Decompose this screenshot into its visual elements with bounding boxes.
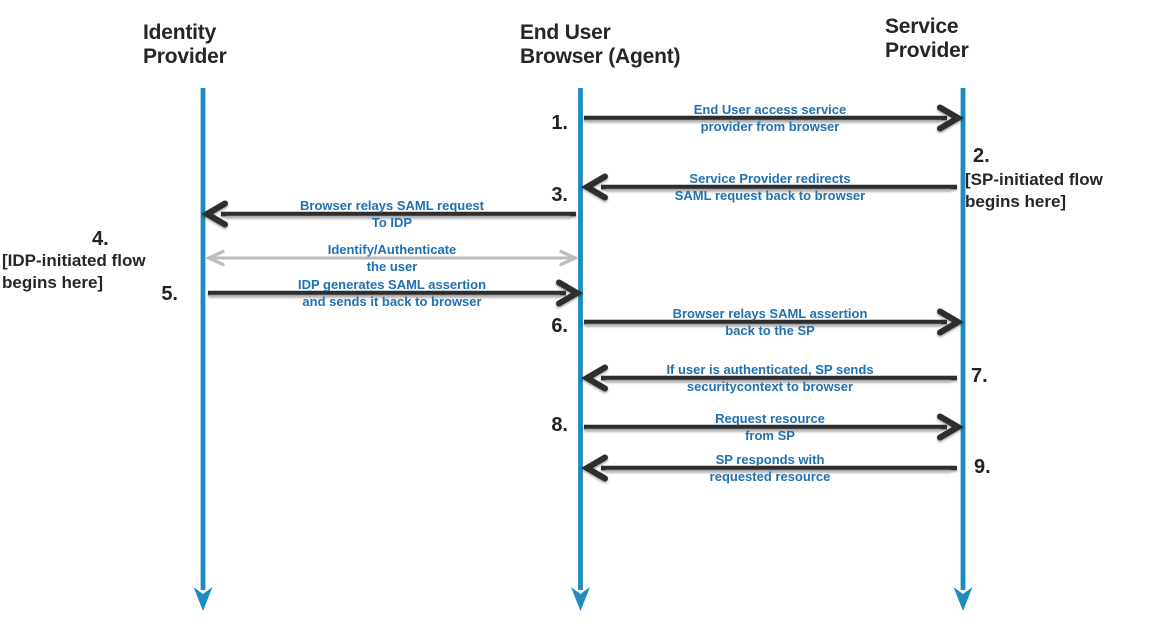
message-label: IDP generates SAML assertion [297, 277, 487, 292]
message-label: Service Provider redirects [689, 171, 851, 186]
actor-label-end-user-browser: End User Browser (Agent) [520, 21, 681, 69]
message-arrow-8 [584, 413, 964, 441]
step-number-4: 4. [92, 228, 109, 250]
message-label: the user [366, 259, 418, 274]
auth-double-arrow [204, 249, 580, 267]
message-arrow-7 [581, 364, 957, 392]
lifeline-service-provider [953, 88, 973, 611]
message-label: Browser relays SAML assertion [672, 306, 868, 321]
lifeline-down-arrowhead-icon [953, 587, 973, 611]
step-number-7: 7. [971, 365, 988, 387]
message-arrow-1 [584, 104, 964, 132]
note-sp-initiated-line: [SP-initiated flow [965, 170, 1103, 189]
message-label: and sends it back to browser [302, 294, 482, 309]
message-arrow-2 [581, 173, 957, 201]
actor-line: Provider [143, 45, 227, 68]
message-label: Request resource [715, 411, 825, 426]
actor-line: Provider [885, 39, 969, 62]
message-arrow-3 [201, 200, 576, 228]
lifeline-end-user-browser [571, 88, 590, 611]
lifeline-down-arrowhead-icon [571, 587, 590, 611]
actor-line: End User [520, 21, 611, 44]
left-arrowhead-icon [581, 173, 608, 201]
actor-line: Identity [143, 21, 217, 44]
left-arrowhead-icon [581, 364, 608, 392]
step-number-9: 9. [974, 456, 991, 478]
message-arrow-5 [208, 279, 583, 307]
message-arrow-9 [581, 454, 957, 482]
right-arrowhead-icon [556, 279, 583, 307]
step-number-5: 5. [161, 283, 178, 305]
message-label: To IDP [371, 215, 413, 230]
message-label: SP responds with [715, 452, 825, 467]
message-label: Browser relays SAML request [300, 198, 484, 213]
message-arrow-6 [584, 308, 964, 336]
step-number-6: 6. [551, 315, 568, 337]
step-number-1: 1. [551, 112, 568, 134]
message-label: Identify/Authenticate [327, 242, 457, 257]
step-number-3: 3. [551, 184, 568, 206]
message-label: If user is authenticated, SP sends [666, 362, 874, 377]
left-arrowhead-icon [581, 454, 608, 482]
message-label: requested resource [709, 469, 831, 484]
actor-line: Service [885, 15, 959, 38]
left-arrowhead-icon [204, 249, 225, 267]
message-label: End User access service [693, 102, 847, 117]
actor-label-service-provider: Service Provider [885, 15, 969, 63]
right-arrowhead-icon [937, 308, 964, 336]
step-number-8: 8. [551, 414, 568, 436]
note-sp-initiated-line: begins here] [965, 192, 1067, 211]
message-label: from SP [745, 428, 795, 443]
lifeline-down-arrowhead-icon [193, 587, 213, 611]
note-idp-initiated-line: begins here] [2, 273, 104, 292]
right-arrowhead-icon [559, 249, 580, 267]
message-label: SAML request back to browser [674, 188, 866, 203]
message-label: provider from browser [700, 119, 840, 134]
left-arrowhead-icon [201, 200, 228, 228]
actor-line: Browser (Agent) [520, 45, 681, 68]
message-label: securitycontext to browser [686, 379, 854, 394]
right-arrowhead-icon [937, 104, 964, 132]
lifeline-identity-provider [193, 88, 213, 611]
step-number-2: 2. [973, 145, 990, 167]
right-arrowhead-icon [937, 413, 964, 441]
message-label: back to the SP [725, 323, 815, 338]
actor-label-identity-provider: Identity Provider [143, 21, 227, 69]
note-idp-initiated-line: [IDP-initiated flow [2, 251, 146, 270]
